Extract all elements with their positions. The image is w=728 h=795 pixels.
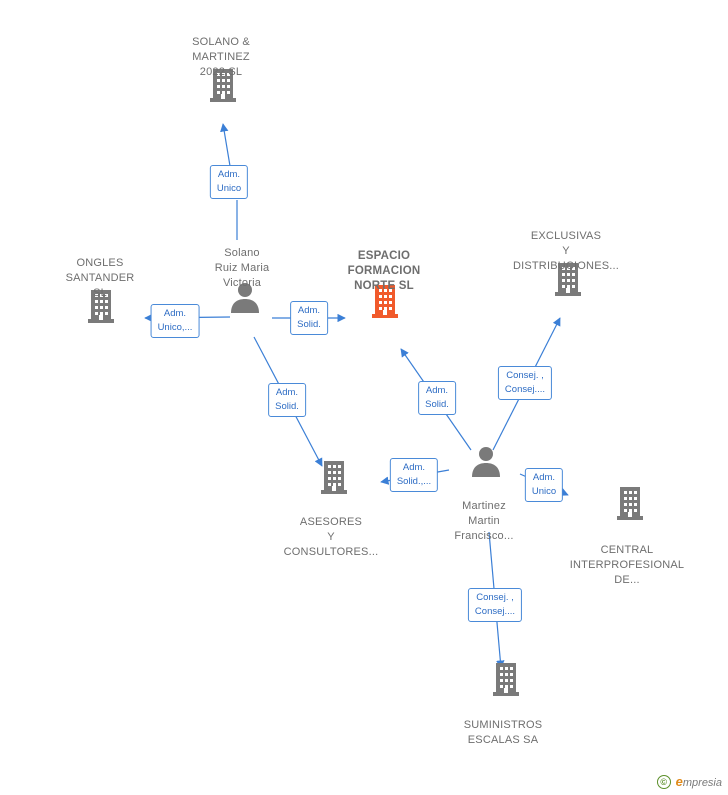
relation-badge-r7[interactable]: Adm. Solid.,... [389,458,439,492]
building-icon[interactable] [208,68,238,107]
relation-badge-r4[interactable]: Adm. Solid. [268,383,306,417]
node-label-asesores[interactable]: ASESORES Y CONSULTORES... [283,516,379,558]
copyright-icon: © [656,774,671,789]
building-icon[interactable] [86,289,116,328]
node-label-solano-ruiz[interactable]: Solano Ruiz Maria Victoria [214,247,270,289]
relation-badge-r1[interactable]: Adm. Unico [209,165,249,199]
relation-badge-r3[interactable]: Adm. Solid. [290,301,328,335]
node-label-central[interactable]: CENTRAL INTERPROFESIONAL DE... [569,544,685,586]
relation-badge-r6[interactable]: Consej. , Consej.... [497,366,553,400]
building-icon[interactable] [553,262,583,301]
building-icon[interactable] [370,284,400,323]
edge-solano-ruiz-to-solano-martinez [223,124,238,240]
building-icon[interactable] [491,662,521,701]
node-label-suministros[interactable]: SUMINISTROS ESCALAS SA [463,719,543,746]
person-icon[interactable] [230,282,260,319]
node-label-espacio[interactable]: ESPACIO FORMACION NORTE SL [347,250,421,292]
relation-badge-r2[interactable]: Adm. Unico,... [150,304,200,338]
footer-credit: © empresia [656,774,722,789]
building-icon[interactable] [319,460,349,499]
brand-name: mpresia [682,777,722,789]
brand-logo[interactable]: empresia [676,774,722,789]
node-label-martinez[interactable]: Martinez Martin Francisco... [454,500,514,542]
relation-badge-r9[interactable]: Consej. , Consej.... [467,588,523,622]
brand-initial: e [675,774,683,789]
node-label-ongles[interactable]: ONGLES SANTANDER SL [65,257,135,299]
building-icon[interactable] [615,486,645,525]
node-label-solano-martinez[interactable]: SOLANO & MARTINEZ 2022 SL [192,36,250,78]
relation-badge-r5[interactable]: Adm. Solid. [418,381,456,415]
person-icon[interactable] [471,446,501,483]
node-label-exclusivas[interactable]: EXCLUSIVAS Y DISTRIBUCIONES... [512,230,620,272]
relation-badge-r8[interactable]: Adm. Unico [524,468,564,502]
